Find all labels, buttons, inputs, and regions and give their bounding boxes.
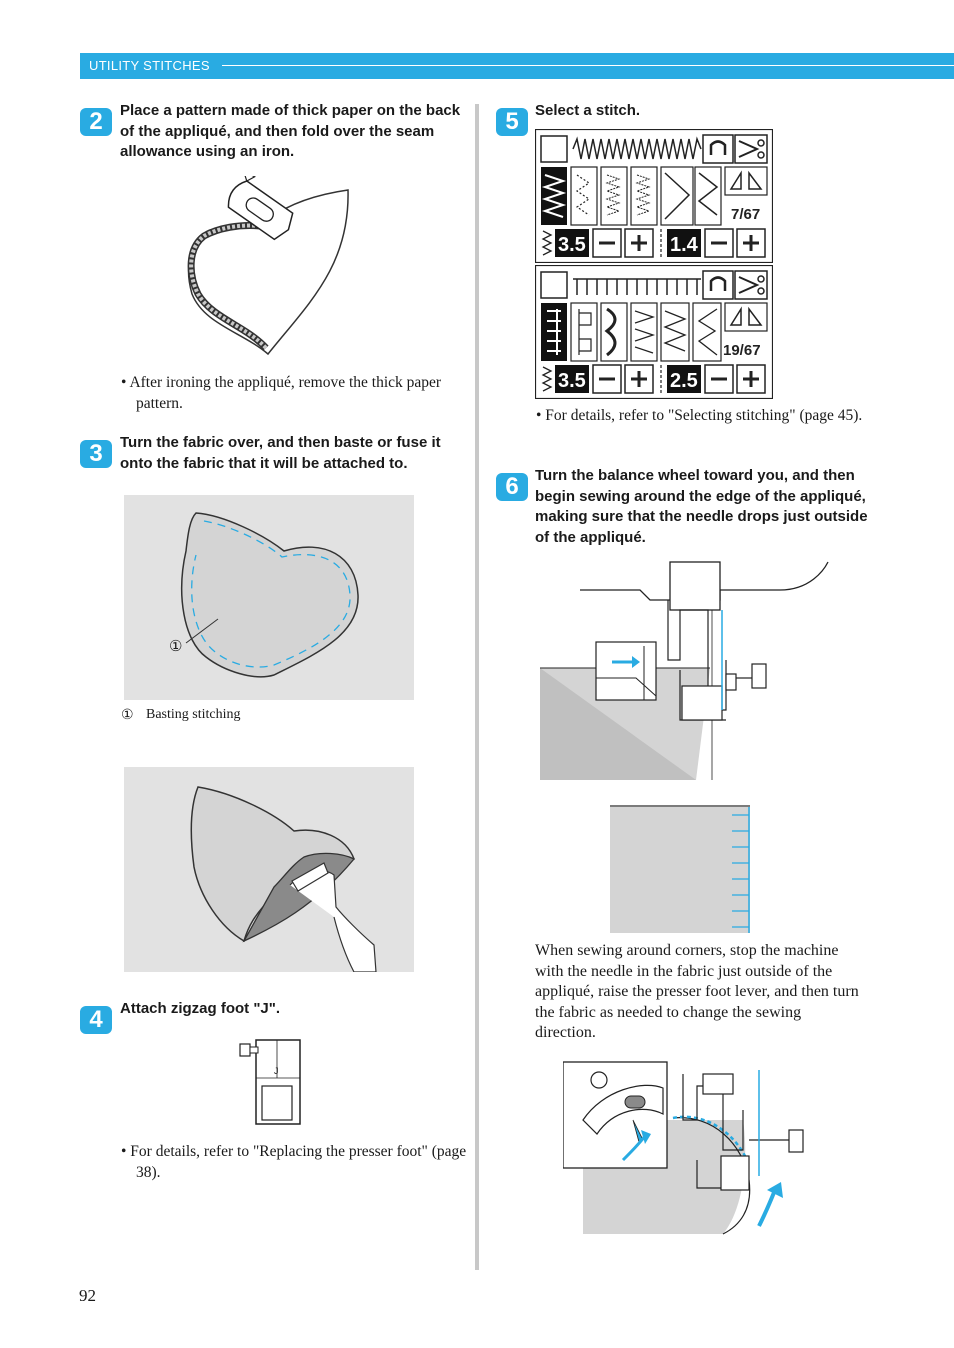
zigzag-foot-j-illustration: J <box>239 1039 301 1125</box>
step-6-text: Turn the balance wheel toward you, and t… <box>535 467 868 546</box>
foot-j-letter: J <box>274 1066 279 1076</box>
length-value: 2.5 <box>670 370 698 392</box>
note-selecting-stitching: • For details, refer to "Selecting stitc… <box>536 407 863 424</box>
stitch-key-6[interactable] <box>692 302 722 362</box>
sewing-edge-illustration <box>540 561 829 780</box>
scissors-icon[interactable] <box>734 134 768 164</box>
callout-legend-label: Basting stitching <box>146 707 241 722</box>
stitch-key-3[interactable] <box>600 302 628 362</box>
corners-instruction-text: When sewing around corners, stop the mac… <box>535 942 859 1042</box>
length-plus-button[interactable] <box>736 364 766 394</box>
step-2-text: Place a pattern made of thick paper on t… <box>120 102 461 160</box>
iron-folding-illustration <box>187 176 349 356</box>
step-4-text: Attach zigzag foot "J". <box>120 1000 281 1017</box>
width-plus-button[interactable] <box>624 228 654 258</box>
finished-edge-illustration <box>610 805 750 933</box>
step-3-badge: 3 <box>80 440 112 468</box>
note-remove-pattern: • After ironing the appliqué, remove the… <box>121 374 442 412</box>
lcd-page-indicator: 19/67 <box>723 342 761 359</box>
column-divider <box>475 104 479 1270</box>
foot-j-icon <box>540 135 568 163</box>
basting-stitching-illustration <box>124 495 414 700</box>
stitch-key-2[interactable] <box>570 302 598 362</box>
turn-fabric-illustration <box>124 767 414 972</box>
step-3-text: Turn the fabric over, and then baste or … <box>120 434 441 472</box>
section-title: UTILITY STITCHES <box>89 58 210 73</box>
stitch-key-4[interactable] <box>630 166 658 226</box>
step-5-text: Select a stitch. <box>535 102 641 119</box>
foot-j-icon <box>540 271 568 299</box>
header-rule <box>222 65 954 66</box>
note-presser-foot: • For details, refer to "Replacing the p… <box>121 1143 467 1181</box>
stitch-key-6[interactable] <box>694 166 722 226</box>
width-value: 3.5 <box>558 370 586 392</box>
mirror-icon[interactable] <box>724 166 768 196</box>
length-value: 1.4 <box>670 234 699 256</box>
width-value: 3.5 <box>558 234 586 256</box>
reverse-icon[interactable] <box>702 270 734 300</box>
callout-legend-marker: ① <box>121 708 134 723</box>
turning-corner-illustration <box>563 1061 804 1235</box>
section-header-bar: UTILITY STITCHES <box>80 53 954 79</box>
reverse-icon[interactable] <box>702 134 734 164</box>
mirror-icon[interactable] <box>724 302 768 332</box>
lcd-page-indicator: 7/67 <box>731 206 760 223</box>
step-6-badge: 6 <box>496 473 528 501</box>
stitch-key-3[interactable] <box>600 166 628 226</box>
scissors-icon[interactable] <box>734 270 768 300</box>
callout-marker-1: ① <box>169 639 183 655</box>
lcd-blind-stitch-screen: 19/67 3.5 2.5 <box>535 265 773 399</box>
step-2-badge: 2 <box>80 108 112 136</box>
page-number: 92 <box>79 1286 96 1305</box>
lcd-zigzag-screen: 7/67 3.5 1.4 <box>535 129 773 263</box>
step-4-badge: 4 <box>80 1006 112 1034</box>
step-5-badge: 5 <box>496 108 528 136</box>
